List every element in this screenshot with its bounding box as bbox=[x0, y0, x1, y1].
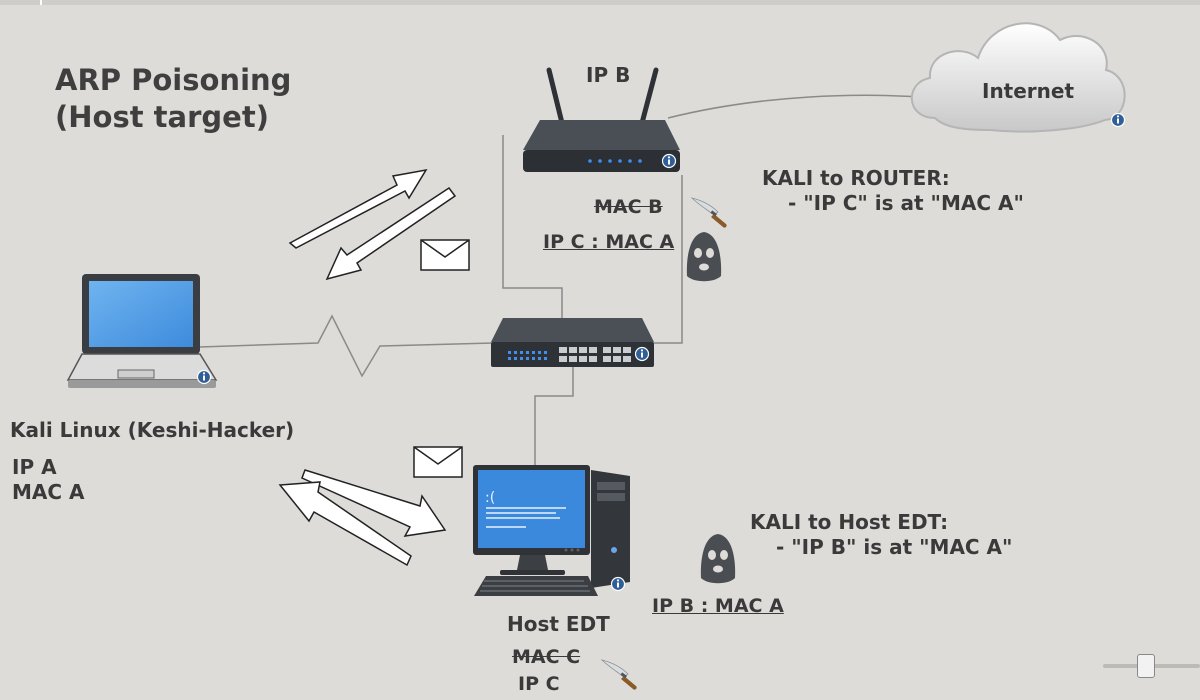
info-icon[interactable] bbox=[610, 576, 626, 592]
info-icon[interactable] bbox=[196, 369, 212, 385]
attacker-ip: IP A bbox=[12, 455, 57, 479]
attacker-name: Kali Linux (Keshi-Hacker) bbox=[10, 418, 295, 442]
router-ip-label: IP B bbox=[586, 63, 631, 87]
router-icon bbox=[523, 67, 680, 172]
arrow-to-attacker bbox=[325, 186, 457, 281]
host-mac-label: MAC C bbox=[512, 646, 581, 668]
title-line-1: ARP Poisoning bbox=[55, 63, 292, 97]
switch-icon bbox=[491, 318, 654, 367]
page-title: ARP Poisoning (Host target) bbox=[55, 62, 291, 136]
router-switch-link-left bbox=[502, 135, 563, 318]
arrow-to-host bbox=[301, 469, 447, 537]
kali-to-host-message: - "IP B" is at "MAC A" bbox=[776, 535, 1013, 559]
kali-to-router-note: KALI to ROUTER: - "IP C" is at "MAC A" bbox=[762, 166, 1024, 216]
top-bar bbox=[0, 0, 1200, 5]
knife-icon bbox=[691, 197, 728, 229]
envelope-icon bbox=[420, 239, 470, 271]
router-switch-link-right bbox=[650, 175, 683, 344]
host-poisoned-entry: IP B : MAC A bbox=[652, 595, 784, 617]
desktop-pc-icon: :( bbox=[473, 465, 630, 596]
kali-to-host-heading: KALI to Host EDT: bbox=[750, 510, 949, 534]
cloud-icon bbox=[910, 22, 1126, 133]
router-mac-label: MAC B bbox=[594, 196, 663, 218]
info-icon[interactable] bbox=[634, 346, 650, 362]
kali-to-router-heading: KALI to ROUTER: bbox=[762, 166, 950, 190]
arrow-to-router bbox=[288, 168, 428, 249]
arrow-icon bbox=[288, 168, 457, 281]
arrow-icon bbox=[278, 469, 447, 567]
title-line-2: (Host target) bbox=[55, 100, 269, 134]
top-bar-tick bbox=[40, 0, 42, 5]
laptop-switch-link bbox=[199, 314, 494, 378]
host-ip: IP C bbox=[518, 673, 560, 695]
zoom-slider[interactable] bbox=[1103, 654, 1200, 678]
hacker-mask-icon bbox=[700, 534, 736, 584]
host-name: Host EDT bbox=[507, 612, 610, 636]
switch-host-link bbox=[534, 366, 574, 468]
internet-label: Internet bbox=[982, 79, 1075, 103]
arrow-from-host bbox=[278, 481, 412, 567]
router-poisoned-entry: IP C : MAC A bbox=[543, 231, 675, 253]
laptop-icon bbox=[66, 274, 218, 388]
envelope-icon bbox=[413, 446, 463, 478]
hacker-mask-icon bbox=[686, 232, 722, 282]
svg-text::(: :( bbox=[485, 490, 495, 506]
knife-icon bbox=[601, 659, 638, 691]
kali-to-router-message: - "IP C" is at "MAC A" bbox=[788, 191, 1024, 215]
info-icon[interactable] bbox=[1110, 112, 1126, 128]
zoom-slider-thumb[interactable] bbox=[1137, 654, 1155, 678]
attacker-mac: MAC A bbox=[12, 480, 85, 504]
info-icon[interactable] bbox=[661, 153, 677, 169]
kali-to-host-note: KALI to Host EDT: - "IP B" is at "MAC A" bbox=[750, 510, 1012, 560]
